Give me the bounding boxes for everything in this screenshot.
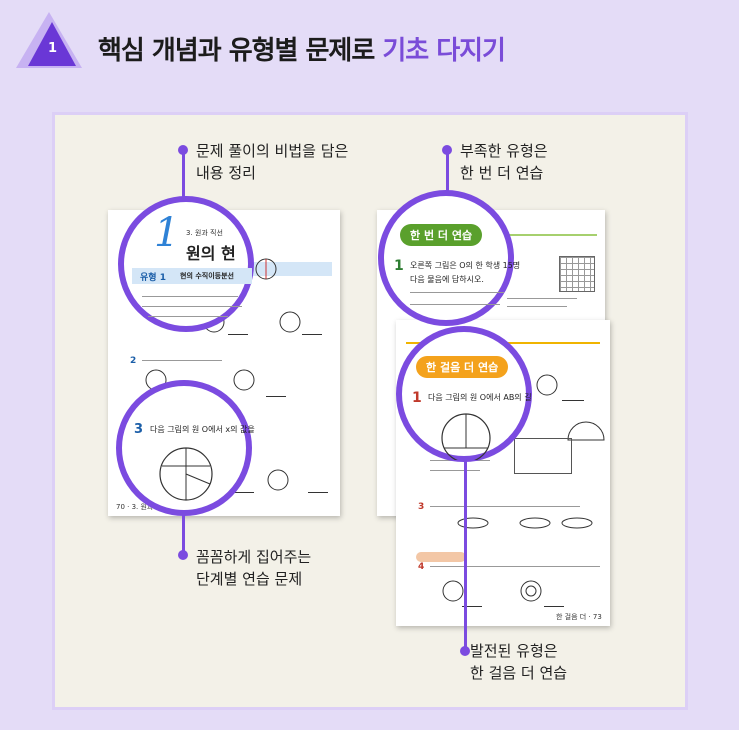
q2-number: 2	[130, 356, 137, 366]
step-number: 1	[48, 41, 58, 56]
connector-bottom-right	[464, 460, 467, 650]
circle-diagram	[255, 258, 277, 280]
zoom-q1-text2: 다음 물음에 답하시오.	[410, 275, 484, 284]
connector-top-right	[446, 150, 449, 192]
dot-bottom-left	[178, 550, 188, 560]
tag-pill	[416, 552, 466, 562]
dot-bottom-right	[460, 646, 470, 656]
hint-box	[514, 438, 572, 474]
zoom-rb-q1-number: 1	[412, 390, 422, 406]
zoom-circle-bottom-left: 3 다음 그림의 원 O에서 x의 값을	[116, 380, 255, 516]
zoom-type-label: 유형 1	[140, 273, 166, 283]
zoom-q1-text: 오른쪽 그림은 O의 한 학생 15명	[410, 261, 521, 270]
caption-bottom-right: 발전된 유형은 한 걸음 더 연습	[470, 642, 568, 682]
zoom-q3-text: 다음 그림의 원 O에서 x의 값을	[150, 425, 255, 434]
one-step-badge: 한 걸음 더 연습	[416, 356, 509, 378]
zoom-chapter-number: 1	[154, 210, 180, 256]
zoom-chapter-title: 원의 현	[186, 244, 236, 263]
arc-diagram	[441, 413, 491, 460]
caption-bottom-left: 꼼꼼하게 집어주는 단계별 연습 문제	[196, 548, 312, 588]
triangle-badge-icon	[16, 12, 82, 68]
graph-grid	[559, 256, 595, 292]
connector-top-left	[182, 150, 185, 198]
zoom-circle-top-right: 한 번 더 연습 1 오른쪽 그림은 O의 한 학생 15명 다음 물음에 답하…	[378, 190, 520, 326]
header: 1 핵심 개념과 유형별 문제로 기초 다지기	[0, 0, 739, 90]
one-more-badge: 한 번 더 연습	[400, 224, 483, 246]
caption-top-left: 문제 풀이의 비법을 담은 내용 정리	[196, 142, 349, 182]
zoom-type-title: 현의 수직이등분선	[180, 272, 234, 280]
q3-number: 3	[418, 502, 425, 512]
zoom-circle-top-left: 1 3. 원과 직선 원의 현 유형 1 현의 수직이등분선	[118, 196, 254, 332]
zoom-circle-bottom-right: 한 걸음 더 연습 1 다음 그림의 원 O에서 AB의 길	[396, 326, 532, 462]
zoom-rb-q1-text: 다음 그림의 원 O에서 AB의 길	[428, 393, 532, 402]
zoom-q3-number: 3	[134, 422, 144, 437]
right-page-footer: 한 걸음 더 · 73	[556, 613, 602, 621]
zoom-q1-number: 1	[394, 258, 404, 274]
chord-diagram	[159, 447, 213, 501]
zoom-chapter-sub: 3. 원과 직선	[186, 229, 223, 237]
caption-top-right: 부족한 유형은 한 번 더 연습	[460, 142, 548, 182]
page-title: 핵심 개념과 유형별 문제로 기초 다지기	[98, 36, 506, 66]
q4-number: 4	[418, 562, 425, 572]
dot-top-left	[178, 145, 188, 155]
connector-bottom-left	[182, 514, 185, 554]
dot-top-right	[442, 145, 452, 155]
left-page-footer: 70 · 3. 원과 직선	[116, 503, 169, 511]
